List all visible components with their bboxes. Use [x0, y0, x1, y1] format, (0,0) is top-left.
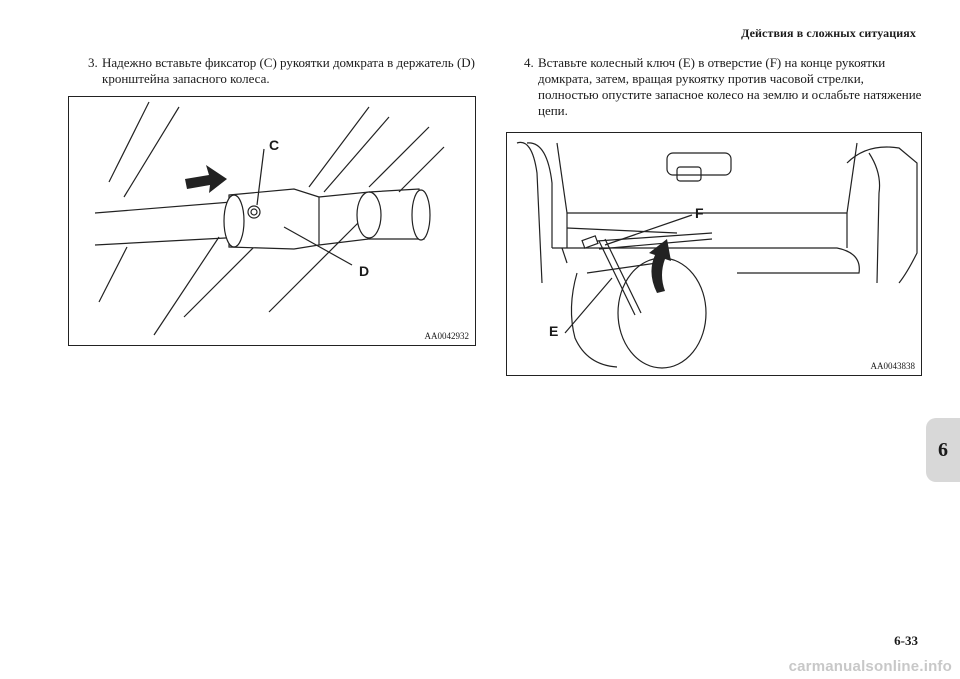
step-4: 4. Вставьте колесный ключ (E) в отверсти…	[524, 55, 924, 119]
truck-rear-illustration	[516, 141, 918, 369]
chapter-tab[interactable]: 6	[926, 418, 960, 482]
step-3: 3. Надежно вставьте фиксатор (C) рукоятк…	[88, 55, 488, 87]
figure-jack-handle-holder: C D AA0042932	[68, 96, 476, 346]
figure-spare-wheel-lowering: F E AA0043838	[506, 132, 922, 376]
step-3-text: Надежно вставьте фиксатор (C) рукоятки д…	[102, 55, 475, 86]
page-header-title: Действия в сложных ситуациях	[741, 26, 916, 40]
step-4-number: 4.	[524, 55, 534, 70]
callout-e: E	[549, 323, 559, 339]
page-number: 6-33	[894, 633, 918, 648]
insert-direction-arrow-icon	[185, 165, 227, 193]
figure-2-code: AA0043838	[870, 361, 916, 371]
watermark: carmanualsonline.info	[788, 658, 952, 675]
rotation-arrow-icon	[649, 239, 671, 293]
step-4-text: Вставьте колесный ключ (E) в отверстие (…	[538, 55, 922, 118]
callout-f: F	[695, 205, 704, 221]
callout-d: D	[359, 263, 370, 279]
callout-c: C	[269, 137, 280, 153]
chapter-number: 6	[938, 438, 948, 461]
jack-handle-illustration	[94, 101, 445, 336]
step-3-number: 3.	[88, 55, 98, 70]
figure-1-code: AA0042932	[424, 331, 470, 341]
